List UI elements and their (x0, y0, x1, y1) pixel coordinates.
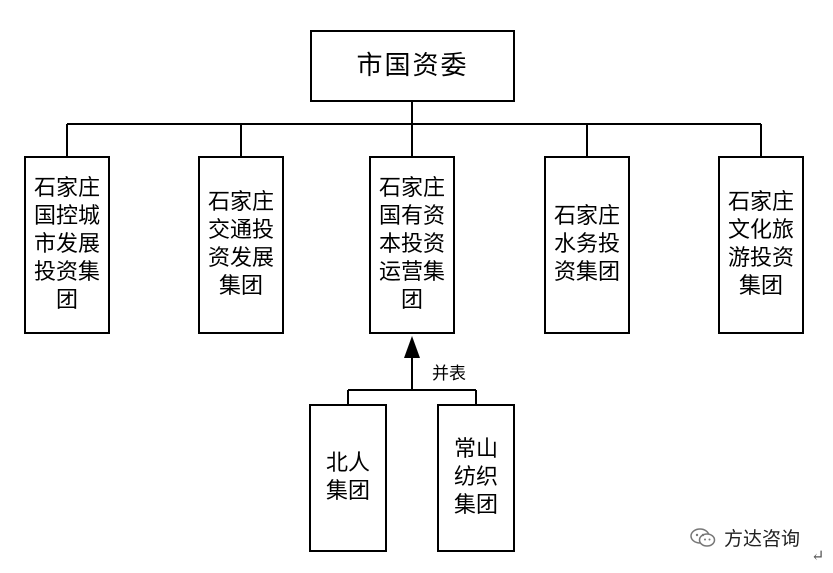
merged-label: 北人 集团 (325, 451, 370, 504)
group-node-1: 石家庄 国控城 市发展 投资集 团 (24, 156, 110, 334)
merge-edge-label: 并表 (432, 364, 466, 384)
root-node: 市国资委 (310, 30, 515, 102)
merged-label: 常山 纺织 集团 (453, 437, 498, 518)
group-label: 石家庄 国有资 本投资 运营集 团 (378, 176, 445, 313)
group-node-3: 石家庄 国有资 本投资 运营集 团 (369, 156, 455, 334)
merged-node-2: 常山 纺织 集团 (437, 404, 515, 552)
watermark: 方达咨询 (690, 524, 800, 551)
root-label: 市国资委 (356, 51, 469, 81)
return-mark: ↵ (811, 546, 825, 565)
group-node-5: 石家庄 文化旅 游投资 集团 (718, 156, 804, 334)
group-label: 石家庄 国控城 市发展 投资集 团 (33, 176, 100, 313)
wechat-icon (690, 527, 716, 547)
group-node-4: 石家庄 水务投 资集团 (544, 156, 630, 334)
merge-arrowhead (404, 336, 420, 358)
group-label: 石家庄 交通投 资发展 集团 (207, 190, 274, 299)
watermark-text: 方达咨询 (724, 528, 801, 550)
group-node-2: 石家庄 交通投 资发展 集团 (198, 156, 284, 334)
group-label: 石家庄 文化旅 游投资 集团 (727, 190, 794, 299)
merged-node-1: 北人 集团 (309, 404, 387, 552)
group-label: 石家庄 水务投 资集团 (553, 204, 620, 285)
